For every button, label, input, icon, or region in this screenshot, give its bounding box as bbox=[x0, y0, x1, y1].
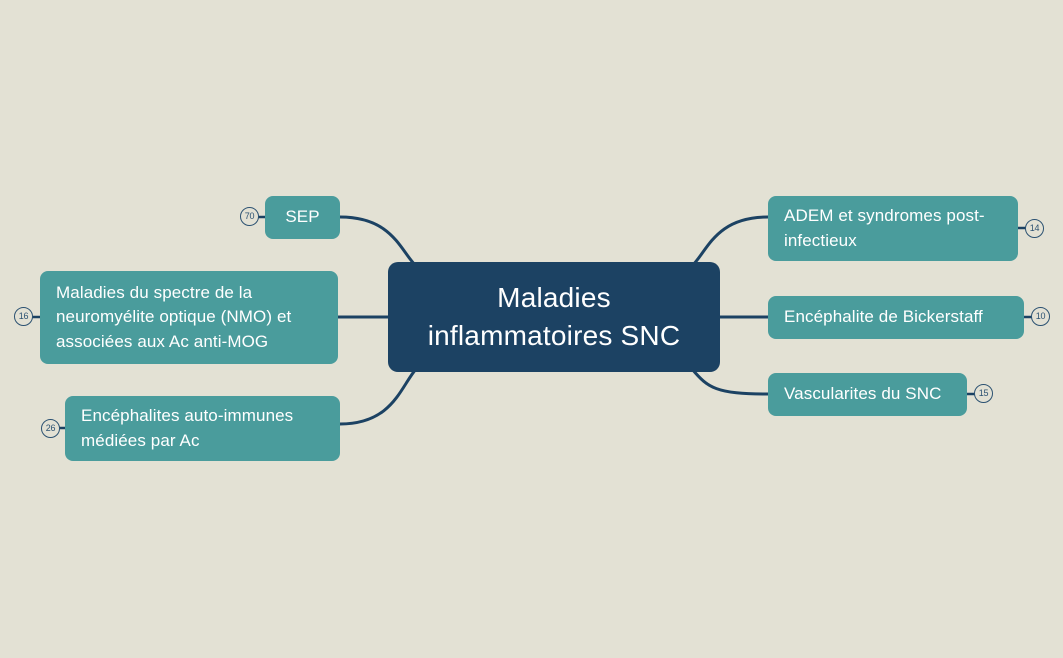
branch-node-bickerstaff[interactable]: Encéphalite de Bickerstaff bbox=[768, 296, 1024, 339]
root-node-line1: Maladies bbox=[497, 282, 611, 314]
branch-label-sep: SEP bbox=[285, 207, 320, 227]
badge-bickerstaff-value: 10 bbox=[1035, 311, 1046, 321]
badge-bickerstaff: 10 bbox=[1031, 307, 1050, 326]
badge-encephalites: 26 bbox=[41, 419, 60, 438]
branch-node-vascularites[interactable]: Vascularites du SNC bbox=[768, 373, 967, 416]
badge-adem-value: 14 bbox=[1029, 223, 1040, 233]
badge-vascularites-value: 15 bbox=[978, 388, 989, 398]
branch-node-encephalites[interactable]: Encéphalites auto-immunes médiées par Ac bbox=[65, 396, 340, 461]
badge-nmo: 16 bbox=[14, 307, 33, 326]
badge-encephalites-value: 26 bbox=[45, 423, 56, 433]
root-node-label: Maladies inflammatoires SNC bbox=[428, 279, 681, 355]
badge-vascularites: 15 bbox=[974, 384, 993, 403]
branch-label-adem: ADEM et syndromes post-infectieux bbox=[784, 206, 985, 250]
badge-adem: 14 bbox=[1025, 219, 1044, 238]
badge-sep: 70 bbox=[240, 207, 259, 226]
branch-node-sep[interactable]: SEP bbox=[265, 196, 340, 239]
root-node[interactable]: Maladies inflammatoires SNC bbox=[388, 262, 720, 372]
connector-sep bbox=[338, 215, 418, 268]
branch-label-vascularites: Vascularites du SNC bbox=[784, 384, 942, 404]
branch-node-nmo[interactable]: Maladies du spectre de la neuromyélite o… bbox=[40, 271, 338, 364]
branch-node-adem[interactable]: ADEM et syndromes post-infectieux bbox=[768, 196, 1018, 261]
root-node-line2: inflammatoires SNC bbox=[427, 320, 681, 351]
connector-vascularites bbox=[690, 367, 770, 396]
branch-label-encephalites: Encéphalites auto-immunes médiées par Ac bbox=[81, 406, 294, 450]
badge-sep-value: 70 bbox=[244, 211, 255, 221]
connector-adem bbox=[690, 215, 770, 268]
branch-label-nmo: Maladies du spectre de la neuromyélite o… bbox=[56, 283, 292, 351]
connector-encephalites bbox=[338, 367, 418, 426]
badge-nmo-value: 16 bbox=[18, 311, 29, 321]
branch-label-bickerstaff: Encéphalite de Bickerstaff bbox=[784, 307, 983, 327]
